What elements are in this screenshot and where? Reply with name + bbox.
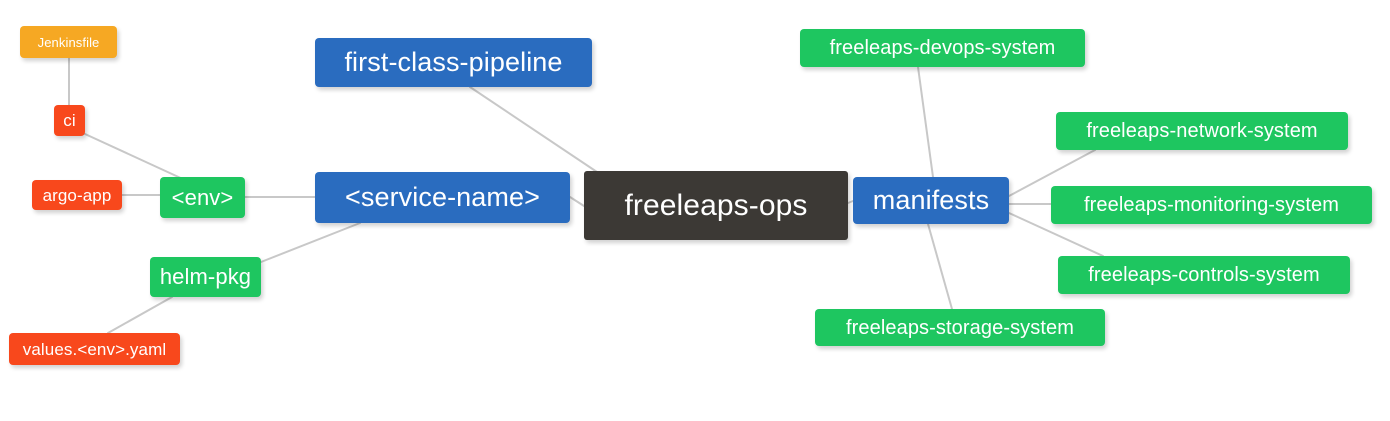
node-label: freeleaps-devops-system xyxy=(829,37,1056,59)
mindmap-node-argoapp[interactable]: argo-app xyxy=(32,180,122,210)
mindmap-node-jenkinsfile[interactable]: Jenkinsfile xyxy=(20,26,117,58)
mindmap-node-controls[interactable]: freeleaps-controls-system xyxy=(1058,256,1350,294)
node-label: <env> xyxy=(171,184,234,210)
node-label: ci xyxy=(63,111,76,130)
edge-root-to-service xyxy=(569,196,585,207)
edge-manifests-to-storage xyxy=(927,223,953,310)
node-label: Jenkinsfile xyxy=(37,34,100,50)
mindmap-node-ci[interactable]: ci xyxy=(54,105,85,136)
edge-env-to-ci xyxy=(84,133,186,181)
node-label: values.<env>.yaml xyxy=(22,339,167,359)
node-label: first-class-pipeline xyxy=(344,47,563,77)
node-label: helm-pkg xyxy=(159,264,252,289)
mindmap-node-storage[interactable]: freeleaps-storage-system xyxy=(815,309,1105,346)
node-label: freeleaps-controls-system xyxy=(1088,264,1320,286)
mindmap-node-values[interactable]: values.<env>.yaml xyxy=(9,333,180,365)
mindmap-node-devops[interactable]: freeleaps-devops-system xyxy=(800,29,1085,67)
mindmap-node-manifests[interactable]: manifests xyxy=(853,177,1009,224)
node-label: argo-app xyxy=(42,185,112,205)
edge-root-to-pipeline xyxy=(469,86,601,175)
node-label: freeleaps-monitoring-system xyxy=(1083,194,1339,216)
mindmap-node-monitoring[interactable]: freeleaps-monitoring-system xyxy=(1051,186,1372,224)
mindmap-node-service[interactable]: <service-name> xyxy=(315,172,570,223)
node-label: freeleaps-ops xyxy=(624,188,808,222)
node-label: <service-name> xyxy=(345,182,540,212)
node-label: manifests xyxy=(872,185,990,215)
mindmap-node-network[interactable]: freeleaps-network-system xyxy=(1056,112,1348,150)
mindmap-node-pipeline[interactable]: first-class-pipeline xyxy=(315,38,592,87)
node-label: freeleaps-storage-system xyxy=(845,316,1075,339)
edge-service-to-helmpkg xyxy=(260,222,361,263)
edge-helmpkg-to-values xyxy=(107,296,173,334)
mindmap-node-root[interactable]: freeleaps-ops xyxy=(584,171,848,240)
mindmap-node-env[interactable]: <env> xyxy=(160,177,245,218)
node-label: freeleaps-network-system xyxy=(1086,120,1318,142)
mindmap-node-helmpkg[interactable]: helm-pkg xyxy=(150,257,261,297)
edge-manifests-to-devops xyxy=(917,66,934,178)
